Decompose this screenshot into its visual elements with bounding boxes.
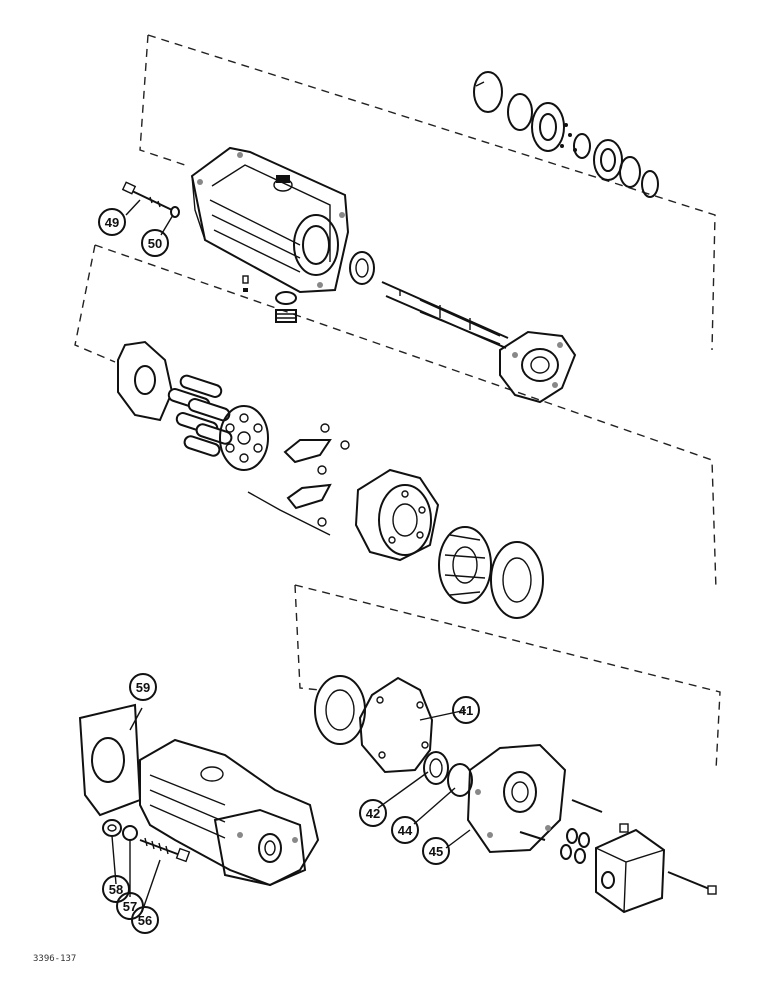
callout-50: 50 <box>141 229 169 257</box>
gasket-plate <box>117 340 174 422</box>
dowel-pins-and-plug <box>242 275 297 323</box>
callout-59: 59 <box>129 673 157 701</box>
callout-50-label: 50 <box>148 236 162 251</box>
drawing-code: 3396-137 <box>33 954 76 964</box>
leader-lines <box>111 199 471 913</box>
piston-set <box>167 374 233 457</box>
callout-56-label: 56 <box>138 913 152 928</box>
bearing-42 <box>423 751 449 785</box>
ring-44 <box>447 763 473 797</box>
callout-45: 45 <box>422 837 450 865</box>
flange-cover <box>499 330 577 404</box>
gasket-41 <box>358 676 434 774</box>
callout-44: 44 <box>391 816 419 844</box>
bearing-plate <box>314 675 366 745</box>
bolt-and-washer <box>121 181 180 218</box>
group-outline-middle <box>74 244 717 591</box>
hardware-lower <box>519 799 603 864</box>
callout-41-label: 41 <box>459 703 473 718</box>
swash-brackets <box>247 423 350 536</box>
wear-plate <box>490 541 544 619</box>
callout-49: 49 <box>98 208 126 236</box>
group-outline-top <box>139 34 716 351</box>
callout-41: 41 <box>452 696 480 724</box>
retainer-plate <box>219 405 269 471</box>
mount-hardware <box>102 819 191 863</box>
callout-59-label: 59 <box>136 680 150 695</box>
callout-45-label: 45 <box>429 844 443 859</box>
seal-kit <box>473 71 659 198</box>
valve-block <box>595 823 717 914</box>
drive-shaft <box>349 251 509 349</box>
callout-42-label: 42 <box>366 806 380 821</box>
callout-58-label: 58 <box>109 882 123 897</box>
end-cover-45 <box>466 743 567 854</box>
assembled-pump <box>78 703 320 887</box>
callout-56: 56 <box>131 906 159 934</box>
group-outline-lower <box>294 584 721 771</box>
pump-housing <box>190 146 350 294</box>
callout-57-label: 57 <box>123 899 137 914</box>
callout-44-label: 44 <box>398 823 413 838</box>
callout-58: 58 <box>102 875 130 903</box>
callout-49-label: 49 <box>105 215 119 230</box>
callout-57: 57 <box>116 892 144 920</box>
port-plate <box>438 526 492 604</box>
callout-42: 42 <box>359 799 387 827</box>
cylinder-block <box>354 468 440 562</box>
